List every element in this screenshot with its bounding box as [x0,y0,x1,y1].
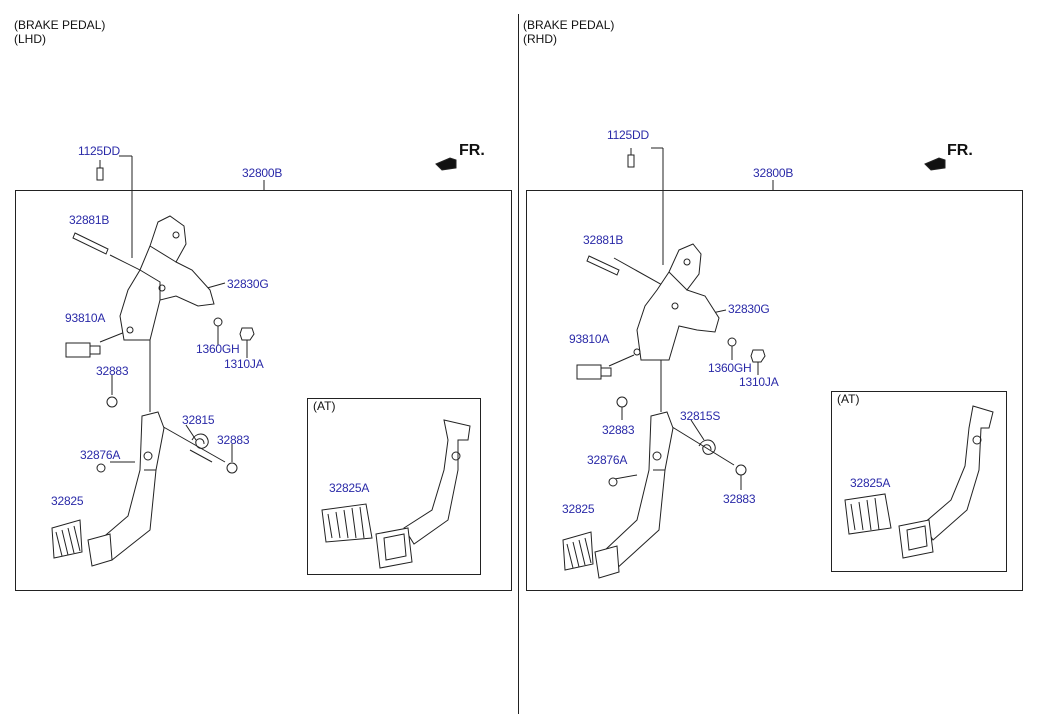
lhd-part-1310ja[interactable]: 1310JA [224,357,264,371]
lhd-caption: (BRAKE PEDAL) (LHD) [14,18,105,46]
lhd-part-32815[interactable]: 32815 [182,413,215,427]
lhd-part-1360gh[interactable]: 1360GH [196,342,240,356]
lhd-drawing [51,155,471,569]
rhd-drawing [562,147,994,579]
lhd-part-93810a[interactable]: 93810A [65,311,106,325]
lhd-caption-variant: (LHD) [14,32,46,46]
rhd-part-32825[interactable]: 32825 [562,502,595,516]
lhd-part-1125dd[interactable]: 1125DD [78,144,120,158]
rhd-part-1310ja[interactable]: 1310JA [739,375,779,389]
rhd-part-32830g[interactable]: 32830G [728,302,770,316]
rhd-caption-title: (BRAKE PEDAL) [523,18,615,32]
lhd-at-label: (AT) [313,399,336,413]
rhd-part-32825a[interactable]: 32825A [850,476,891,490]
rhd-caption-variant: (RHD) [523,32,557,46]
rhd-panel: (BRAKE PEDAL) (RHD) (AT) [519,0,1037,727]
rhd-caption: (BRAKE PEDAL) (RHD) [523,18,614,46]
rhd-part-1125dd[interactable]: 1125DD [607,128,649,142]
rhd-part-32883-lower[interactable]: 32883 [723,492,756,506]
lhd-part-32825a[interactable]: 32825A [329,481,370,495]
lhd-part-32883-upper[interactable]: 32883 [96,364,129,378]
lhd-front-direction: FR. [459,142,485,159]
lhd-panel: (BRAKE PEDAL) (LHD) (AT) [0,0,518,727]
panel-divider [518,14,519,714]
rhd-part-32883-upper[interactable]: 32883 [602,423,635,437]
lhd-part-32881b[interactable]: 32881B [69,213,110,227]
lhd-part-32825[interactable]: 32825 [51,494,84,508]
rhd-at-label: (AT) [837,392,860,406]
lhd-part-32876a[interactable]: 32876A [80,448,121,462]
lhd-part-32883-lower[interactable]: 32883 [217,433,250,447]
rhd-part-1360gh[interactable]: 1360GH [708,361,752,375]
rhd-part-32881b[interactable]: 32881B [583,233,624,247]
lhd-part-32800b[interactable]: 32800B [242,166,283,180]
lhd-part-32830g[interactable]: 32830G [227,277,269,291]
rhd-part-32876a[interactable]: 32876A [587,453,628,467]
lhd-caption-title: (BRAKE PEDAL) [14,18,106,32]
lhd-assembly-box [15,190,512,591]
rhd-front-direction: FR. [947,142,973,159]
rhd-part-93810a[interactable]: 93810A [569,332,610,346]
rhd-assembly-box [526,190,1023,591]
rhd-part-32800b[interactable]: 32800B [753,166,794,180]
rhd-part-32815s[interactable]: 32815S [680,409,721,423]
